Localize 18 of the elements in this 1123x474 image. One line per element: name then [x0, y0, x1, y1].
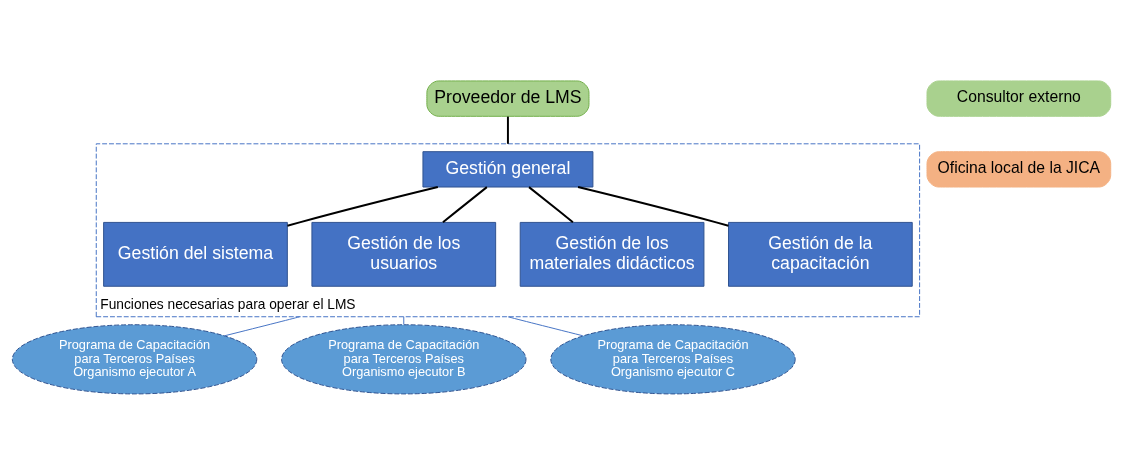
connector: [528, 185, 574, 223]
connector: [507, 315, 584, 336]
connector: [441, 185, 488, 223]
node-box: Gestión general: [422, 150, 594, 188]
connector: [224, 315, 301, 336]
connector: [577, 185, 730, 227]
legend-label: Oficina local de la JICA: [937, 158, 1101, 176]
node-ellipse: Programa de Capacitación para Terceros Países Organismo ejecutor C: [550, 323, 796, 394]
node-box: Gestión de la capacitación: [728, 221, 913, 287]
node-box: Gestión de los materiales didácticos: [519, 221, 705, 287]
node-box: Proveedor de LMS: [426, 79, 590, 117]
legend-label: Consultor externo: [956, 87, 1081, 105]
node-box: Gestión de los usuarios: [311, 221, 497, 287]
connector: [286, 185, 439, 227]
node-box: Gestión del sistema: [103, 221, 288, 287]
connector: [506, 115, 509, 145]
node-ellipse: Programa de Capacitación para Terceros Países Organismo ejecutor A: [11, 323, 258, 394]
node-ellipse: Programa de Capacitación para Terceros Países Organismo ejecutor B: [281, 323, 527, 394]
